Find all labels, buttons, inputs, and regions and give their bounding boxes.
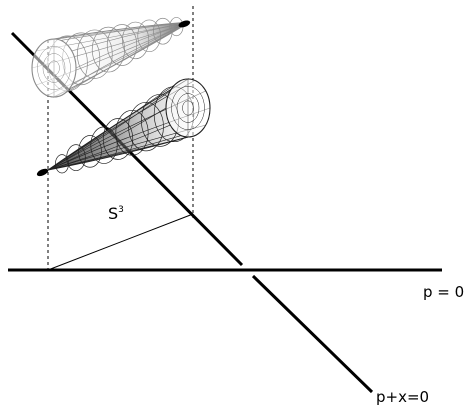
cone-base: [165, 78, 211, 138]
s3-exponent: 3: [118, 205, 124, 215]
cone-base-mesh: [176, 93, 200, 123]
cone-ring: [90, 126, 118, 164]
p-zero-label: p = 0: [423, 283, 464, 301]
cone-ring: [153, 17, 173, 45]
p-plus-x-zero-label: p+x=0: [376, 388, 430, 406]
cone-generator: [47, 107, 167, 171]
cone-base-mesh: [182, 100, 194, 116]
cone-base: [31, 38, 77, 98]
cone-generator: [71, 21, 191, 52]
cone-tip: [178, 20, 191, 28]
cone-base-mesh: [48, 60, 60, 76]
cone-generator: [47, 135, 182, 171]
cone-ring: [128, 101, 164, 152]
cone-ring: [76, 29, 113, 79]
cone-base-mesh: [37, 46, 71, 90]
cone-tip: [36, 168, 49, 177]
lower-cone: [36, 78, 211, 177]
line-p-plus-x-zero-lower: [251, 274, 374, 394]
cone-ring: [106, 24, 138, 66]
cone-ring: [115, 109, 149, 156]
cone-generator: [47, 124, 171, 171]
s3-label: S3: [108, 204, 124, 223]
cone-generator: [60, 21, 191, 41]
upper-cone: [31, 17, 191, 98]
cone-ring: [78, 135, 102, 168]
cone-ring: [91, 26, 125, 73]
cone-ring: [102, 118, 134, 160]
cone-base-mesh: [171, 86, 205, 130]
s3-segment: [47, 213, 194, 271]
cone-base-mesh: [42, 53, 66, 83]
